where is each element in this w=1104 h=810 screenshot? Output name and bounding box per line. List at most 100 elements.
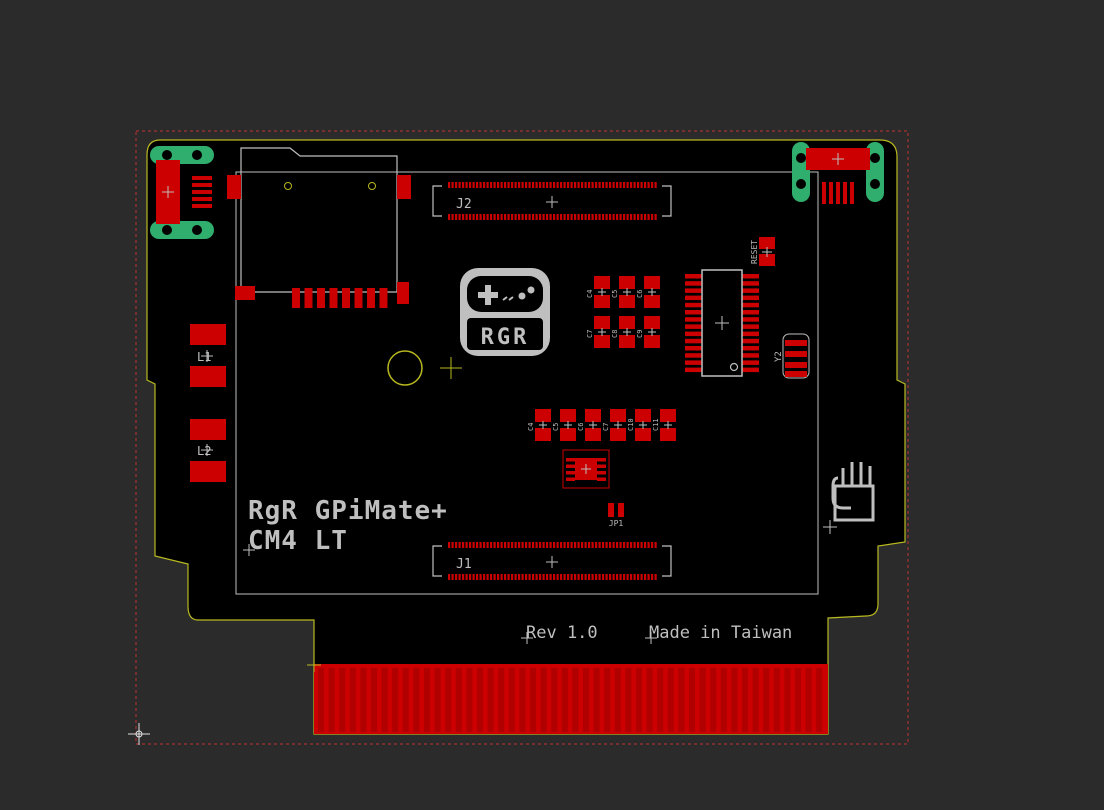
l2-label: L2 [197, 444, 211, 458]
edge-finger [519, 668, 526, 732]
inductor-pad [190, 419, 226, 440]
connector-pin [644, 574, 647, 580]
sd-pin [317, 288, 325, 308]
edge-finger [455, 668, 462, 732]
button-icon [527, 286, 535, 294]
l1-label: L1 [197, 350, 211, 364]
connector-pin [451, 182, 454, 188]
edge-finger [540, 668, 547, 732]
capacitor-pad [635, 428, 651, 441]
connector-pin [574, 542, 577, 548]
connector-pin [616, 542, 619, 548]
inductor-pad [190, 366, 226, 387]
connector-pin [584, 182, 587, 188]
connector-pin [469, 574, 472, 580]
connector-pin [619, 574, 622, 580]
usb-pin [192, 204, 212, 208]
connector-pin [518, 214, 521, 220]
connector-pin [479, 542, 482, 548]
connector-pin [644, 182, 647, 188]
connector-pin [535, 214, 538, 220]
edge-finger [477, 668, 483, 732]
connector-pin [602, 182, 605, 188]
ic-pin [685, 302, 702, 308]
sd-card-slot [227, 147, 411, 308]
connector-pin [570, 214, 573, 220]
ic-pin [742, 367, 759, 373]
sd-pin [379, 288, 388, 308]
connector-pin [553, 182, 556, 188]
mounting-hole [387, 350, 423, 386]
ic-pin [685, 288, 702, 293]
revision-text: Rev 1.0 [526, 623, 598, 643]
capacitor-pad [560, 409, 576, 422]
edge-finger [392, 668, 399, 732]
connector-pin [588, 182, 591, 188]
capacitor-pad [594, 276, 610, 289]
capacitor-pad [619, 276, 635, 289]
edge-finger [678, 668, 685, 732]
connector-pin [451, 542, 454, 548]
inductor-l1: L1 [190, 324, 226, 387]
ic-pin [742, 274, 759, 279]
edge-finger [593, 668, 600, 732]
sd-pad [397, 175, 411, 199]
connector-pin [521, 542, 524, 548]
connector-pin [518, 542, 521, 548]
sd-pad [397, 282, 409, 304]
capacitor-label: C4 [527, 423, 535, 431]
connector-pin [472, 182, 475, 188]
connector-pin [626, 214, 629, 220]
logo-text: RGR [481, 325, 530, 350]
edge-finger [731, 668, 738, 732]
crosshair-icon [521, 632, 533, 644]
connector-pin [577, 214, 580, 220]
connector-pin [647, 182, 650, 188]
connector-pin [553, 574, 556, 580]
crosshair-icon [832, 153, 844, 165]
crosshair-icon [623, 288, 631, 296]
ic-pin [742, 302, 759, 308]
ic-pin [742, 317, 759, 322]
ic-pin [685, 274, 702, 279]
connector-pin [633, 574, 636, 580]
connector-pin [637, 214, 640, 220]
connector-pin [542, 542, 545, 548]
connector-pin [448, 542, 451, 548]
crystal-pad [785, 371, 807, 377]
connector-pin [598, 574, 601, 580]
capacitor-pad [619, 335, 635, 348]
connector-pin [458, 574, 461, 580]
small-ic-pin [597, 477, 606, 481]
origin-crosshair-icon [128, 723, 150, 745]
capacitor-pad [585, 428, 601, 441]
connector-pin [605, 182, 608, 188]
connector-pin [616, 214, 619, 220]
connector-pin [479, 182, 482, 188]
connector-pin [542, 182, 545, 188]
crosshair-icon [307, 658, 321, 672]
crosshair-icon [823, 520, 837, 534]
board-keepout-frame [135, 130, 909, 745]
edge-finger [572, 668, 579, 732]
crystal-y2: Y2 [774, 333, 810, 379]
capacitor-pad [660, 409, 676, 422]
connector-pin [556, 574, 559, 580]
connector-pin [535, 182, 538, 188]
connector-pin [525, 214, 528, 220]
connector-pin [483, 182, 486, 188]
connector-pin [525, 574, 528, 580]
drill-hole [162, 150, 172, 160]
connector-pin [556, 182, 559, 188]
edge-finger [784, 668, 791, 732]
ic-pin [685, 310, 702, 315]
capacitor-pad [644, 335, 660, 348]
edge-finger [742, 668, 748, 732]
crosshair-icon [623, 328, 631, 336]
edge-finger [720, 668, 727, 732]
connector-pin [651, 542, 654, 548]
edge-finger [625, 668, 632, 732]
connector-pin [539, 214, 542, 220]
inductor-pad [190, 461, 226, 482]
